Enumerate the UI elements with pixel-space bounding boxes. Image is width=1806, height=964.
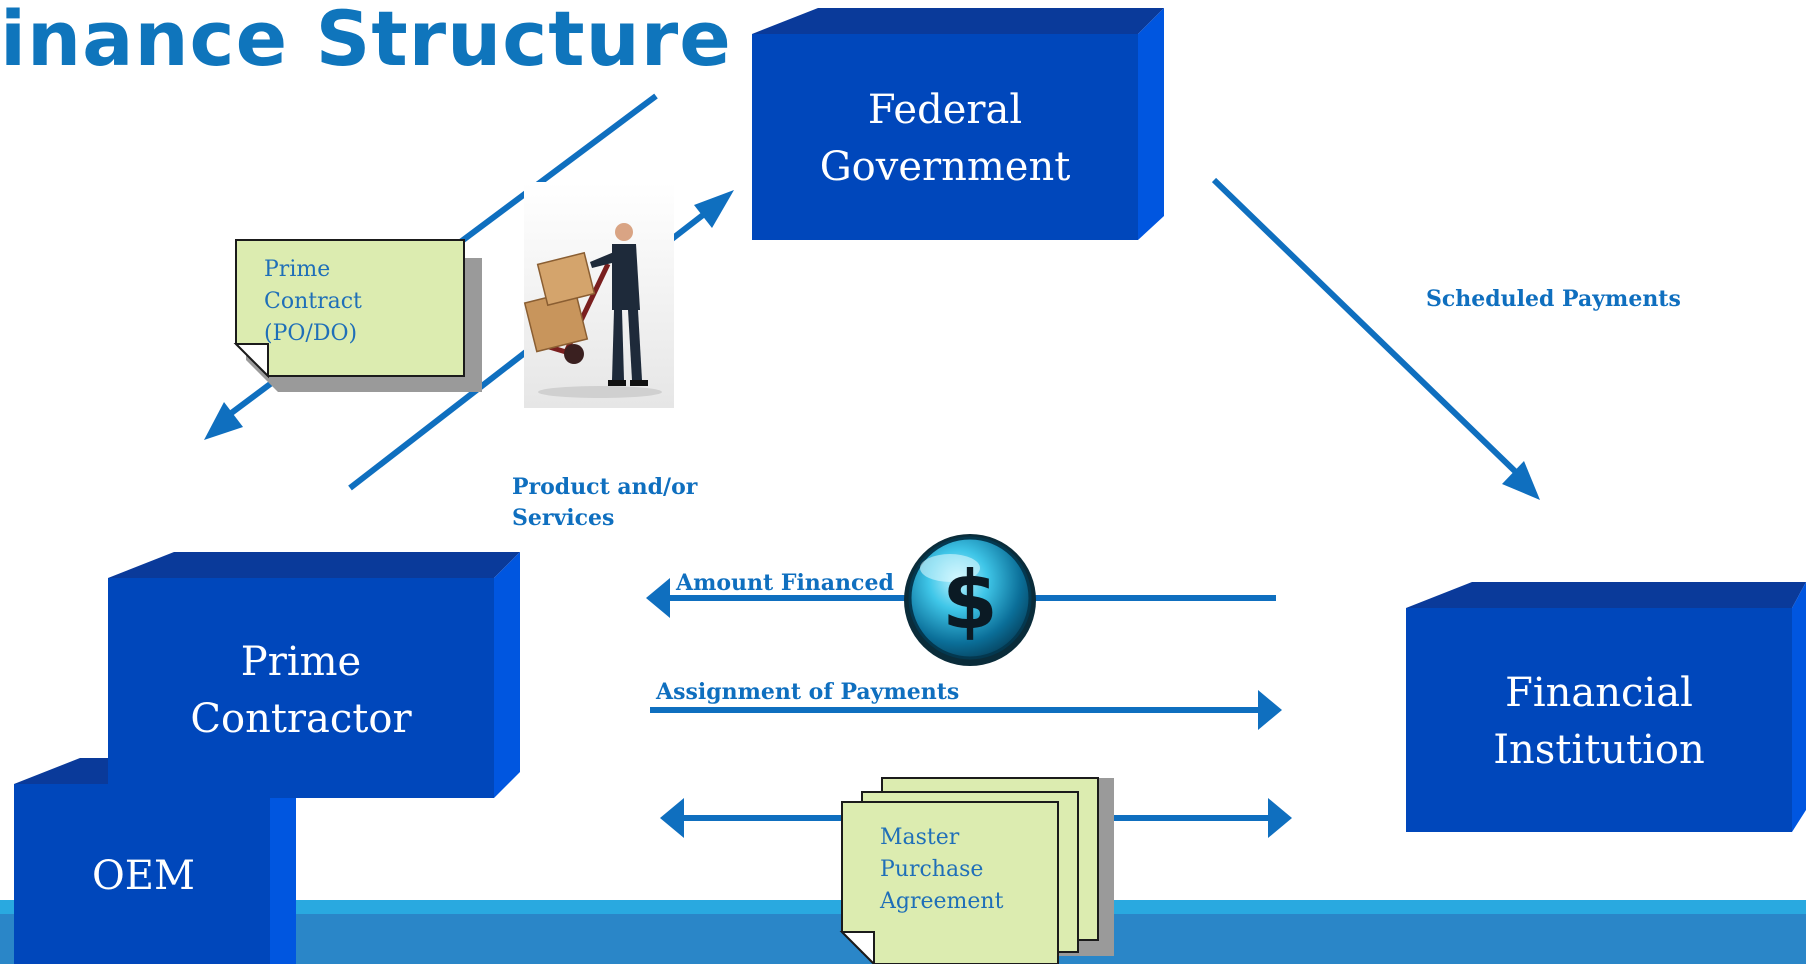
svg-text:$: $ [942,554,998,647]
prime-contract-note-line3: (PO/DO) [264,321,358,346]
federal-government-label: Federal Government [752,82,1138,196]
federal-government-box [752,8,1164,240]
product-services-label-line1: Product and/or [512,474,698,500]
prime-contract-note-text: Prime Contract (PO/DO) [264,254,362,350]
product-services-label-line2: Services [512,505,615,531]
dollar-coin-icon: $ [904,534,1036,666]
page-title: inance Structure [0,0,732,83]
prime-contractor-label-line1: Prime [240,639,362,685]
scheduled-payments-label: Scheduled Payments [1426,286,1681,312]
financial-institution-label-line1: Financial [1505,670,1693,716]
prime-contract-note-line2: Contract [264,289,362,314]
prime-contractor-label: Prime Contractor [108,634,494,748]
assignment-of-payments-label: Assignment of Payments [656,679,960,705]
federal-government-label-line2: Government [819,144,1071,190]
product-services-label: Product and/or Services [512,472,697,534]
financial-institution-box [1406,582,1806,832]
delivery-person-icon [523,182,674,408]
scheduled-payments-arrow [1211,177,1540,500]
amount-financed-label: Amount Financed [676,570,894,596]
financial-institution-label-line2: Institution [1493,727,1705,773]
oem-label: OEM [92,853,195,899]
master-agreement-note-line3: Agreement [880,889,1004,914]
assignment-of-payments-arrow [650,690,1282,730]
master-agreement-note-line2: Purchase [880,857,984,882]
prime-contract-note [233,239,482,392]
prime-contractor-box [108,552,520,798]
prime-contractor-label-line2: Contractor [190,696,412,742]
prime-contract-note-line1: Prime [264,257,331,282]
master-agreement-notes [839,777,1114,964]
master-agreement-note-line1: Master [880,825,960,850]
financial-institution-label: Financial Institution [1406,665,1792,779]
master-agreement-note-text: Master Purchase Agreement [880,822,1003,918]
federal-government-label-line1: Federal [867,87,1023,133]
